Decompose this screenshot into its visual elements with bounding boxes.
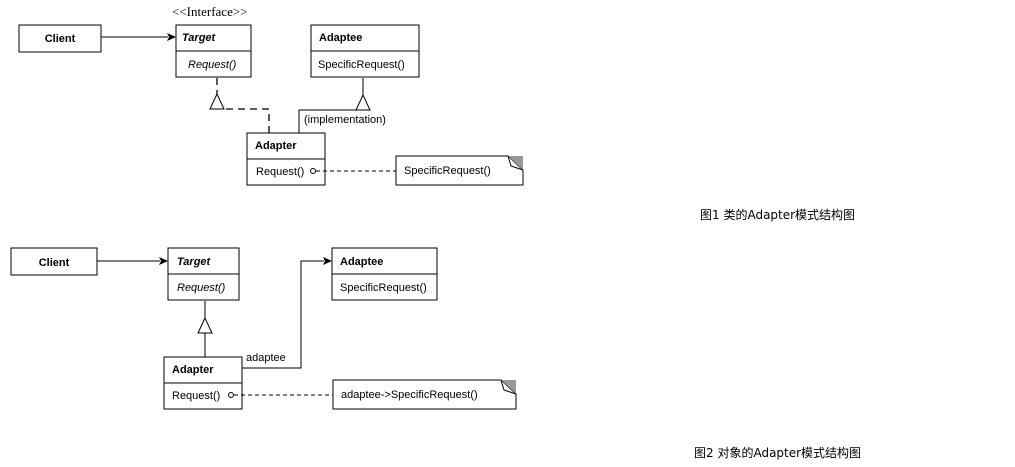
note-text: SpecificRequest()	[404, 165, 491, 177]
association-arrowhead	[167, 33, 176, 41]
caption-object-adapter: 图2 对象的Adapter模式结构图	[694, 445, 861, 460]
adaptee-association-label: adaptee	[246, 352, 286, 364]
adaptee-class-2: Adaptee SpecificRequest()	[331, 247, 438, 301]
implementation-note-2: adaptee->SpecificRequest()	[332, 379, 517, 410]
adaptee-association	[242, 257, 332, 369]
target-name: Target	[182, 32, 217, 44]
client-label: Client	[45, 33, 76, 45]
adaptee-name-2: Adaptee	[340, 256, 383, 268]
implementation-label: (implementation)	[304, 114, 386, 126]
interface-stereotype: <<Interface>>	[172, 4, 248, 19]
adaptee-method-2: SpecificRequest()	[340, 282, 427, 294]
adapter-class-2: Adapter Request()	[163, 356, 243, 410]
adapter-name: Adapter	[255, 140, 297, 152]
adaptee-arrowhead	[323, 257, 332, 265]
target-interface: Target Request()	[175, 24, 252, 78]
realization-adapter-target	[209, 78, 270, 133]
implementation-note: SpecificRequest()	[395, 155, 524, 186]
adaptee-method: SpecificRequest()	[318, 59, 405, 71]
target-name-2: Target	[177, 256, 212, 268]
adapter-method: Request()	[256, 166, 304, 178]
adaptee-name: Adaptee	[319, 32, 362, 44]
adapter-name-2: Adapter	[172, 364, 214, 376]
adaptee-class: Adaptee SpecificRequest()	[310, 24, 420, 78]
object-adapter-diagram: Client Target Request() Adaptee Specific…	[10, 247, 861, 460]
inheritance-triangle	[355, 93, 371, 111]
adapter-class: Adapter Request()	[246, 132, 326, 186]
note-anchor	[310, 168, 316, 174]
caption-class-adapter: 图1 类的Adapter模式结构图	[700, 207, 855, 222]
note-text-2: adaptee->SpecificRequest()	[341, 389, 478, 401]
inheritance-adapter-target-2	[197, 301, 213, 357]
inheritance-adapter-adaptee	[298, 78, 371, 133]
client-label-2: Client	[39, 257, 70, 269]
client-class: Client	[18, 24, 102, 53]
note-anchor-2	[228, 392, 234, 398]
target-method-2: Request()	[177, 282, 226, 294]
realization-triangle	[209, 92, 225, 110]
target-class-2: Target Request()	[167, 247, 240, 301]
inheritance-triangle-2	[197, 316, 213, 334]
association-arrowhead-2	[159, 257, 168, 265]
class-adapter-diagram: <<Interface>> Client Target Request() Ad…	[18, 4, 855, 222]
client-class-2: Client	[10, 247, 98, 276]
target-method: Request()	[188, 59, 237, 71]
adapter-method-2: Request()	[172, 390, 220, 402]
